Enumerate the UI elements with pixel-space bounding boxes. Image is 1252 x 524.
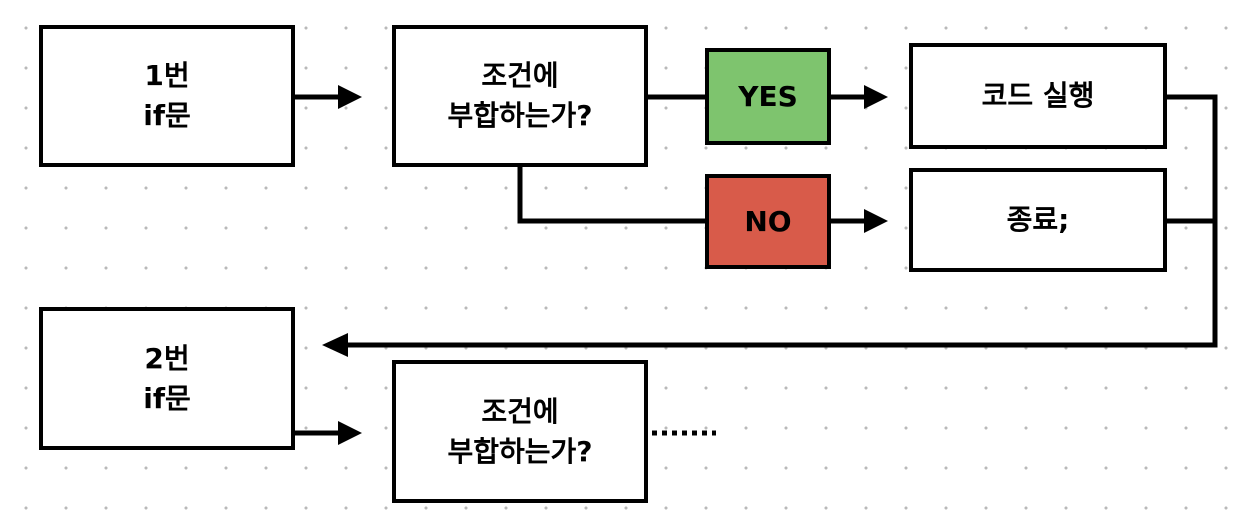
if1-line2: if문 (143, 99, 191, 132)
edge-cond1-to-no (517, 164, 705, 224)
run-node: 코드 실행 (909, 43, 1167, 149)
if2-node: 2번 if문 (39, 307, 295, 450)
cond1-node: 조건에 부합하는가? (392, 25, 648, 167)
arrowhead-run (864, 85, 888, 109)
arrowhead-cond1 (338, 85, 362, 109)
arrowhead-cond2 (338, 421, 362, 445)
arrowhead-end (864, 209, 888, 233)
cond1-line1: 조건에 (481, 59, 559, 92)
cond2-node: 조건에 부합하는가? (392, 360, 648, 503)
if2-line1: 2번 (144, 341, 190, 375)
yes-node: YES (705, 48, 831, 145)
cond2-line1: 조건에 (481, 394, 559, 428)
end-node: 종료; (909, 168, 1167, 272)
end-label: 종료; (1006, 203, 1070, 236)
cond1-line2: 부합하는가? (447, 99, 593, 132)
if1-node: 1번 if문 (39, 25, 295, 167)
no-label: NO (744, 204, 792, 238)
cond2-line2: 부합하는가? (447, 434, 593, 468)
no-node: NO (705, 174, 831, 269)
arrowhead-if2 (322, 333, 348, 357)
yes-label: YES (738, 79, 798, 113)
if1-line1: 1번 (144, 59, 190, 92)
run-label: 코드 실행 (981, 79, 1095, 112)
if2-line2: if문 (143, 381, 191, 415)
